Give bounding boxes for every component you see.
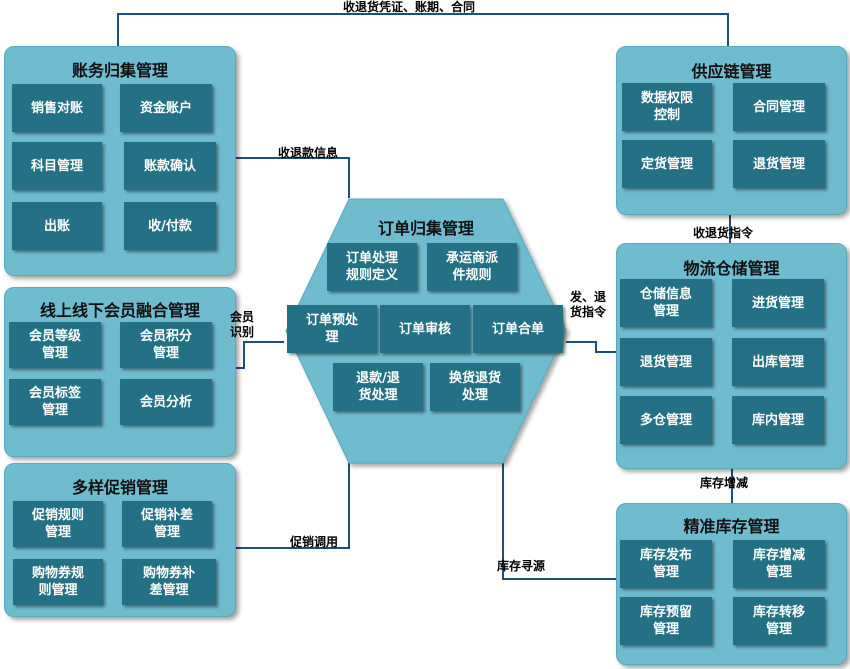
promotion-item[interactable]: 购物券规 则管理 bbox=[13, 559, 103, 605]
accounting-item[interactable]: 账款确认 bbox=[124, 142, 216, 190]
order-item[interactable]: 承运商派 件规则 bbox=[427, 243, 517, 291]
member-item[interactable]: 会员积分 管理 bbox=[120, 322, 212, 368]
promo-connector-label: 促销调用 bbox=[290, 535, 339, 549]
order-title: 订单归集管理 bbox=[377, 219, 474, 238]
refund-connector bbox=[234, 157, 350, 198]
refund-connector-label: 收退款信息 bbox=[278, 146, 339, 160]
logistics-panel: 物流仓储管理 仓储信息 管理 进货管理 退货管理 出库管理 多仓管理 库内管理 bbox=[616, 243, 847, 469]
inventory-item[interactable]: 库存增减 管理 bbox=[733, 540, 825, 588]
logistics-item[interactable]: 进货管理 bbox=[732, 279, 824, 327]
member-item[interactable]: 会员标签 管理 bbox=[9, 379, 101, 425]
order-item[interactable]: 订单审核 bbox=[380, 305, 470, 353]
promotion-title: 多样促销管理 bbox=[71, 478, 168, 497]
promotion-item[interactable]: 购物券补 差管理 bbox=[122, 559, 216, 605]
stock-source-connector-label: 库存寻源 bbox=[497, 559, 546, 573]
top-connector-label: 收退货凭证、账期、合同 bbox=[343, 0, 476, 14]
member-panel: 线上线下会员融合管理 会员等级 管理 会员积分 管理 会员标签 管理 会员分析 bbox=[4, 287, 236, 457]
accounting-item[interactable]: 销售对账 bbox=[12, 84, 102, 132]
order-item[interactable]: 换货退货 处理 bbox=[430, 363, 520, 411]
order-item[interactable]: 退款/退 货处理 bbox=[333, 363, 423, 411]
inventory-title: 精准库存管理 bbox=[683, 517, 780, 536]
supply-panel: 供应链管理 数据权限 控制 合同管理 定货管理 退货管理 bbox=[616, 46, 847, 215]
stock-change-connector-label: 库存增减 bbox=[700, 476, 749, 490]
ship-connector bbox=[566, 341, 616, 353]
receive-connector-label: 收退货指令 bbox=[693, 226, 754, 240]
top-connector bbox=[117, 13, 729, 46]
inventory-item[interactable]: 库存预留 管理 bbox=[620, 597, 712, 645]
promotion-item[interactable]: 促销规则 管理 bbox=[13, 501, 103, 547]
promotion-item[interactable]: 促销补差 管理 bbox=[122, 501, 212, 547]
accounting-item[interactable]: 出账 bbox=[12, 202, 102, 250]
supply-item[interactable]: 数据权限 控制 bbox=[622, 83, 712, 131]
logistics-item[interactable]: 退货管理 bbox=[620, 338, 712, 386]
supply-item[interactable]: 退货管理 bbox=[733, 140, 825, 188]
member-title: 线上线下会员融合管理 bbox=[39, 301, 200, 320]
member-item[interactable]: 会员分析 bbox=[120, 379, 212, 425]
supply-item[interactable]: 合同管理 bbox=[733, 83, 825, 131]
promo-connector bbox=[234, 463, 350, 549]
supply-title: 供应链管理 bbox=[691, 62, 772, 81]
inventory-panel: 精准库存管理 库存发布 管理 库存增减 管理 库存预留 管理 库存转移 管理 bbox=[616, 503, 847, 665]
member-connector-label: 会员 识别 bbox=[230, 310, 255, 339]
logistics-item[interactable]: 多仓管理 bbox=[620, 396, 712, 444]
member-item[interactable]: 会员等级 管理 bbox=[9, 322, 101, 368]
member-connector bbox=[234, 341, 284, 369]
logistics-item[interactable]: 出库管理 bbox=[732, 338, 824, 386]
stock-source-connector bbox=[502, 463, 616, 580]
accounting-item[interactable]: 资金账户 bbox=[120, 84, 212, 132]
supply-item[interactable]: 定货管理 bbox=[622, 140, 712, 188]
accounting-title: 账务归集管理 bbox=[71, 61, 168, 80]
ship-connector-label: 发、退 货指令 bbox=[570, 290, 607, 319]
accounting-item[interactable]: 科目管理 bbox=[12, 142, 102, 190]
accounting-item[interactable]: 收/付款 bbox=[124, 202, 216, 250]
order-item[interactable]: 订单处理 规则定义 bbox=[327, 243, 417, 291]
logistics-item[interactable]: 库内管理 bbox=[732, 396, 824, 444]
inventory-item[interactable]: 库存转移 管理 bbox=[733, 597, 825, 645]
promotion-panel: 多样促销管理 促销规则 管理 促销补差 管理 购物券规 则管理 购物券补 差管理 bbox=[4, 463, 236, 617]
accounting-panel: 账务归集管理 销售对账 资金账户 科目管理 账款确认 出账 收/付款 bbox=[4, 46, 236, 276]
logistics-title: 物流仓储管理 bbox=[683, 259, 780, 278]
logistics-item[interactable]: 仓储信息 管理 bbox=[620, 279, 712, 327]
order-item[interactable]: 订单合单 bbox=[473, 305, 563, 353]
inventory-item[interactable]: 库存发布 管理 bbox=[620, 540, 712, 588]
order-item[interactable]: 订单预处 理 bbox=[287, 305, 377, 353]
